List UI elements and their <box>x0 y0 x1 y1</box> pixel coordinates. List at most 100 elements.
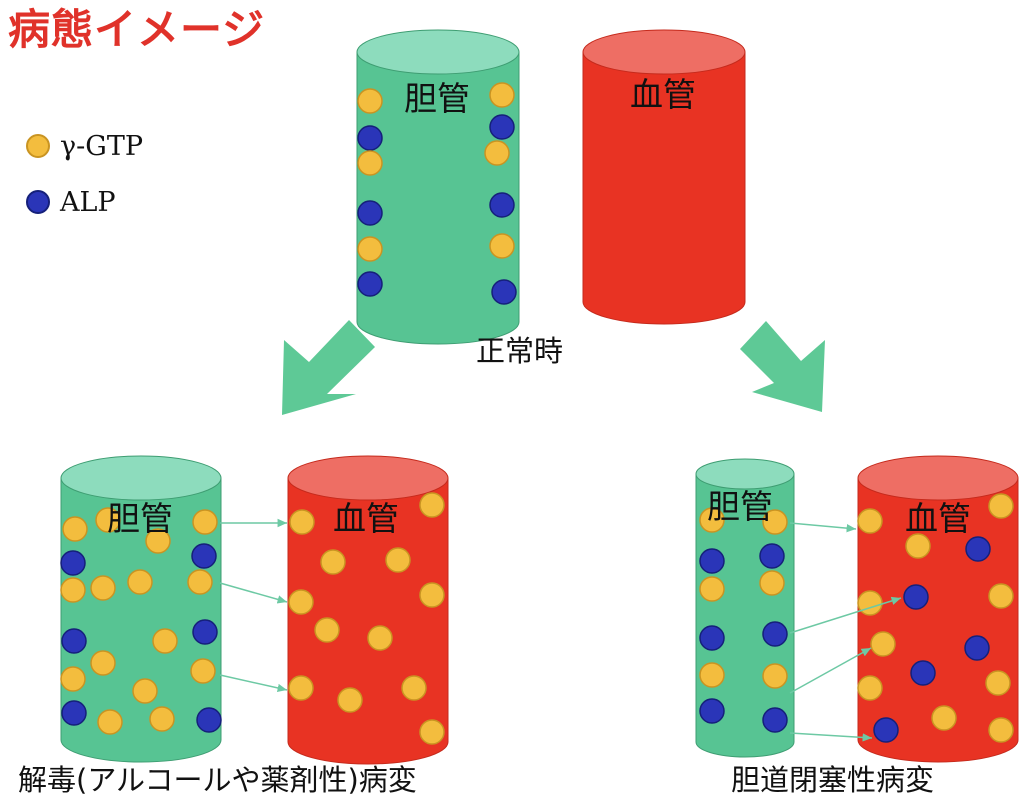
alp-marker <box>357 125 383 151</box>
gamma-gtp-marker <box>60 577 86 603</box>
gamma-gtp-marker <box>190 658 216 684</box>
alp-marker <box>762 621 788 647</box>
caption-toxic-lesion: 解毒(アルコールや薬剤性)病変 <box>18 763 417 797</box>
alp-marker <box>60 550 86 576</box>
transport-arrow <box>219 674 288 693</box>
alp-marker <box>762 707 788 733</box>
cylinder-body <box>582 51 746 325</box>
gamma-gtp-marker <box>699 662 725 688</box>
obstruction-transport-arrows <box>789 522 902 742</box>
gamma-gtp-marker <box>367 625 393 651</box>
cylinder-top <box>695 458 795 490</box>
alp-marker <box>759 543 785 569</box>
gamma-gtp-marker <box>95 507 121 533</box>
page-title: 病態イメージ <box>8 5 266 54</box>
gamma-gtp-marker <box>127 569 153 595</box>
gamma-gtp-marker <box>484 140 510 166</box>
legend-label-alp: ALP <box>60 186 116 218</box>
alp-marker <box>903 584 929 610</box>
gamma-gtp-marker <box>699 507 725 533</box>
gamma-gtp-marker <box>90 650 116 676</box>
transport-arrow <box>789 647 872 694</box>
caption-normal: 正常時 <box>476 334 564 368</box>
alp-marker <box>965 536 991 562</box>
gamma-gtp-marker <box>289 509 315 535</box>
gamma-gtp-marker <box>988 717 1014 743</box>
gamma-gtp-marker <box>152 628 178 654</box>
alp-marker <box>699 548 725 574</box>
gamma-gtp-marker <box>385 547 411 573</box>
gamma-gtp-marker <box>857 675 883 701</box>
toxic-enzymes <box>60 492 445 745</box>
gamma-gtp-marker <box>187 569 213 595</box>
gamma-gtp-marker <box>357 150 383 176</box>
gamma-gtp-marker <box>288 675 314 701</box>
alp-marker <box>873 717 899 743</box>
transport-arrow <box>789 522 857 533</box>
gamma-gtp-marker <box>857 508 883 534</box>
alp-marker <box>910 660 936 686</box>
gamma-gtp-marker <box>149 706 175 732</box>
gamma-gtp-marker <box>419 582 445 608</box>
gamma-gtp-marker <box>401 675 427 701</box>
gamma-gtp-marker <box>97 709 123 735</box>
alp-marker <box>191 543 217 569</box>
gamma-gtp-marker-icon <box>26 134 50 158</box>
alp-marker <box>357 271 383 297</box>
gamma-gtp-marker <box>857 590 883 616</box>
alp-marker <box>491 279 517 305</box>
gamma-gtp-marker <box>762 663 788 689</box>
alp-marker <box>196 707 222 733</box>
toxic-transport-arrows <box>219 518 288 693</box>
flow-arrow-left <box>282 320 375 415</box>
gamma-gtp-marker <box>357 88 383 114</box>
transport-arrow <box>219 582 288 604</box>
cylinder-body <box>60 477 222 763</box>
legend-item-alp: ALP <box>26 174 143 230</box>
alp-marker <box>192 619 218 645</box>
gamma-gtp-marker <box>132 678 158 704</box>
toxic-bile-duct <box>60 455 222 763</box>
gamma-gtp-marker <box>759 570 785 596</box>
toxic-blood-vessel-label: 血管 <box>333 499 399 538</box>
gamma-gtp-marker <box>988 583 1014 609</box>
normal-blood-vessel <box>582 29 746 325</box>
obstruction-enzymes <box>699 493 1014 743</box>
gamma-gtp-marker <box>489 233 515 259</box>
normal-bile-duct <box>356 29 520 345</box>
gamma-gtp-marker <box>699 576 725 602</box>
gamma-gtp-marker <box>419 492 445 518</box>
gamma-gtp-marker <box>905 533 931 559</box>
gamma-gtp-marker <box>762 509 788 535</box>
cylinder-top <box>356 29 520 75</box>
gamma-gtp-marker <box>419 719 445 745</box>
alp-marker <box>699 698 725 724</box>
gamma-gtp-marker <box>62 516 88 542</box>
alp-marker-icon <box>26 190 50 214</box>
obstruction-bile-duct-label: 胆管 <box>707 487 773 526</box>
alp-marker <box>489 192 515 218</box>
cylinder-top <box>60 455 222 501</box>
gamma-gtp-marker <box>988 493 1014 519</box>
transport-arrow <box>789 596 902 634</box>
transport-arrow <box>789 732 873 742</box>
gamma-gtp-marker <box>357 236 383 262</box>
alp-marker <box>699 625 725 651</box>
gamma-gtp-marker <box>60 666 86 692</box>
gamma-gtp-marker <box>985 670 1011 696</box>
flow-arrow-right <box>740 321 825 412</box>
normal-bile-duct-enzymes <box>357 82 517 305</box>
gamma-gtp-marker <box>192 509 218 535</box>
cylinder-top <box>287 455 449 501</box>
gamma-gtp-marker <box>931 705 957 731</box>
alp-marker <box>61 700 87 726</box>
legend-item-gamma-gtp: γ-GTP <box>26 118 143 174</box>
toxic-bile-duct-label: 胆管 <box>107 499 173 538</box>
alp-marker <box>61 628 87 654</box>
normal-blood-vessel-label: 血管 <box>630 75 696 114</box>
gamma-gtp-marker <box>288 589 314 615</box>
gamma-gtp-marker <box>314 617 340 643</box>
gamma-gtp-marker <box>870 631 896 657</box>
cylinder-body <box>356 51 520 345</box>
